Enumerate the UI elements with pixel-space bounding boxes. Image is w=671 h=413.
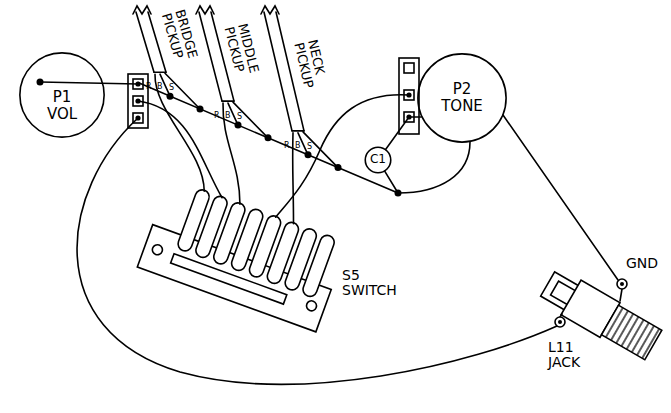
lead-letter: B — [225, 112, 231, 121]
pot-lugs — [399, 58, 419, 134]
lead-letter: R — [284, 142, 290, 151]
cable-sheath — [199, 12, 222, 101]
solder-dot — [335, 164, 342, 171]
lead-letter: S — [307, 143, 312, 152]
solder-dot — [395, 190, 402, 197]
lead-letter: B — [295, 142, 301, 151]
switch-symbol — [137, 178, 348, 332]
cable-end — [222, 100, 234, 102]
wire — [385, 171, 398, 193]
potentiometer-circle: P2 TONE — [417, 53, 507, 143]
lug-tab — [620, 289, 622, 301]
solder-dot — [265, 134, 272, 141]
solder-dot — [135, 81, 140, 86]
mount-hole — [305, 299, 318, 312]
pickup-label: NECK PICKUP — [291, 38, 329, 90]
tip-lug — [555, 317, 565, 327]
wire — [40, 82, 138, 84]
part-label: L11 JACK — [548, 340, 580, 371]
solder-dot — [305, 151, 312, 158]
solder-dot — [197, 105, 204, 112]
wire — [138, 101, 222, 198]
cable-break — [261, 6, 279, 14]
cable-break — [133, 6, 151, 14]
wire-connector — [386, 117, 422, 149]
lead-letter: S — [169, 84, 174, 93]
capacitor-circle: C1 — [365, 147, 391, 173]
part-label: GND — [626, 256, 658, 271]
cable-end — [154, 71, 166, 73]
part-label: P2 TONE — [441, 81, 483, 116]
circle-outline — [20, 53, 104, 137]
solder-dot — [37, 79, 44, 86]
mount-hole — [151, 243, 164, 256]
solder-dot — [235, 122, 242, 129]
part-label: C1 — [370, 153, 386, 167]
part-label: S5 SWITCH — [342, 268, 397, 299]
solder-dot — [167, 93, 174, 100]
wire — [165, 73, 200, 109]
lead-letter: S — [237, 113, 242, 122]
cable-sheath — [264, 12, 292, 131]
wire — [503, 115, 618, 280]
wire — [398, 142, 470, 193]
solder-dot — [558, 320, 562, 324]
wire — [155, 74, 204, 191]
solder-dot — [620, 282, 624, 286]
lead-letter: B — [157, 83, 163, 92]
ground-bus-wire — [138, 83, 398, 194]
pickup-label: MIDDLE PICKUP — [221, 22, 261, 78]
wire — [233, 102, 268, 138]
switch-lug — [301, 233, 336, 298]
wire — [276, 95, 409, 217]
part-label: P1 VOL — [47, 89, 77, 124]
lead-letter: R — [146, 83, 152, 92]
circle-outline — [418, 54, 506, 142]
circle-outline — [365, 147, 390, 172]
wire — [292, 133, 294, 224]
wire — [303, 132, 338, 168]
potentiometer-circle: P1 VOL — [19, 52, 105, 138]
solder-dot — [135, 115, 140, 120]
cable-end — [292, 130, 304, 132]
cable-break — [196, 6, 214, 14]
lug — [404, 63, 414, 73]
lead-letter: R — [214, 112, 220, 121]
pickup-label: BRIDGE PICKUP — [158, 8, 199, 64]
ground-lug — [617, 279, 627, 289]
